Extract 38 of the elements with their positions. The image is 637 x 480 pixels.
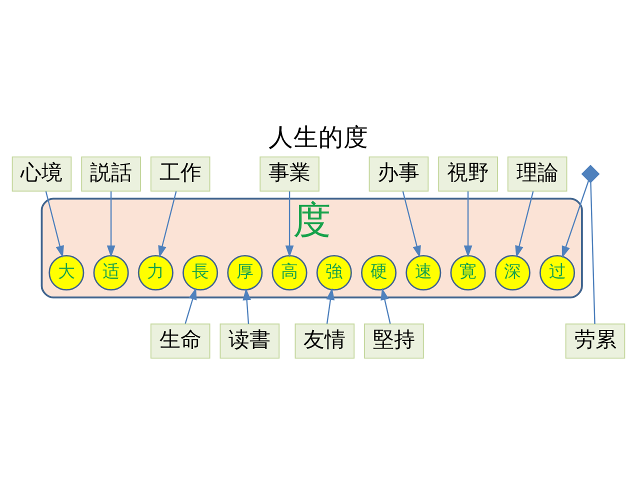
node-circle: 寛 [450,254,486,291]
arrow [402,191,421,258]
node-box: 視野 [438,156,498,192]
node-circle: 适 [93,254,129,291]
arrow [184,288,197,324]
connector [590,182,596,324]
node-box: 堅持 [364,324,424,359]
node-circle: 高 [272,254,308,291]
node-box: 办事 [368,156,429,192]
arrow [515,191,534,258]
node-circle: 長 [182,254,218,291]
node-box: 説話 [81,156,141,192]
node-box: 读書 [220,324,280,359]
node-box: 劳累 [565,324,626,359]
node-box: 生命 [150,324,210,359]
node-box: 心境 [12,156,72,192]
arrow [562,180,590,258]
node-box: 事業 [260,156,320,192]
node-circle: 力 [138,254,174,291]
arrow [158,191,177,258]
node-circle: 速 [406,254,442,291]
node-circle: 厚 [227,254,263,291]
node-circle: 过 [539,254,576,291]
node-box: 友情 [294,324,355,359]
node-circle: 深 [494,254,530,291]
node-box: 理論 [507,156,568,192]
arrow [106,191,116,258]
node-box: 工作 [150,156,210,192]
node-cross [581,164,600,184]
node-circle: 強 [316,254,352,291]
node-circle: 大 [48,254,84,291]
arrow [285,191,294,258]
arrow [242,288,251,324]
arrow [326,288,335,324]
node-circle: 硬 [360,254,397,291]
arrow [464,191,472,258]
diagram-title: 人生的度 [268,122,368,152]
arrow [380,288,391,324]
